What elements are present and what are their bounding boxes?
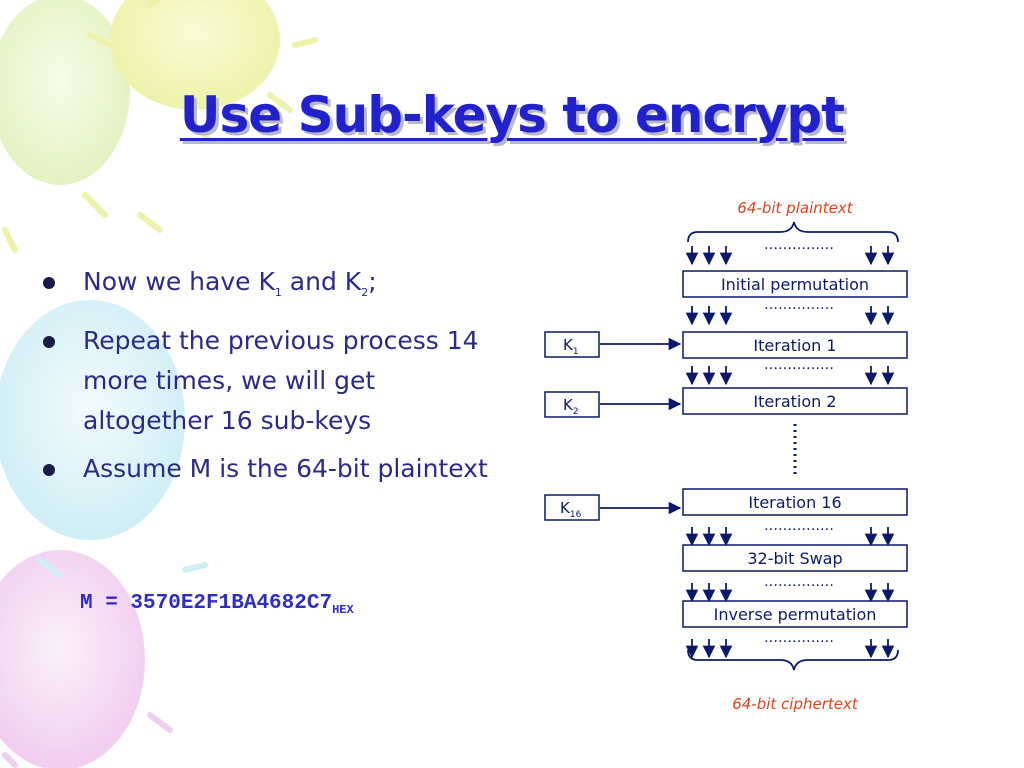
connector-dots: …………… bbox=[764, 357, 834, 373]
key-letter: K bbox=[560, 499, 571, 517]
connector-dots: …………… bbox=[764, 630, 834, 646]
bullet-item: Assume M is the 64-bit plaintext bbox=[40, 449, 500, 489]
arrow-row: …………… bbox=[685, 518, 895, 547]
bullet-text: Repeat the previous process 14 more time… bbox=[83, 326, 479, 435]
key-k16: K16 bbox=[544, 494, 682, 521]
bullet-sub: 2 bbox=[361, 286, 369, 299]
sparkles bbox=[2, 0, 318, 253]
balloon-yellow-left bbox=[0, 0, 130, 185]
arrow-row: …………… bbox=[685, 297, 895, 326]
balloon-blue bbox=[0, 300, 185, 540]
bullet-dot-icon bbox=[43, 336, 55, 348]
box-iteration-1: Iteration 1 bbox=[682, 331, 908, 359]
bullet-item: Repeat the previous process 14 more time… bbox=[40, 321, 500, 441]
arrow-row: …………… bbox=[685, 630, 895, 659]
m-hex-subscript: HEX bbox=[332, 603, 354, 618]
box-label: 32-bit Swap bbox=[747, 549, 842, 568]
box-label: Iteration 1 bbox=[753, 336, 836, 355]
key-k1: K1 bbox=[544, 331, 682, 358]
connector-dots: …………… bbox=[764, 237, 834, 253]
arrow-row: …………… bbox=[685, 357, 895, 386]
box-inverse-permutation: Inverse permutation bbox=[682, 600, 908, 628]
box-label: Inverse permutation bbox=[714, 605, 877, 624]
des-flow-diagram: 64-bit plaintext ……………………………………………………………… bbox=[544, 199, 908, 713]
svg-text:K2: K2 bbox=[563, 396, 579, 417]
key-k2: K2 bbox=[544, 391, 682, 418]
connector-dots: …………… bbox=[764, 574, 834, 590]
bullet-dot-icon bbox=[43, 277, 55, 289]
bottom-brace bbox=[687, 649, 899, 671]
bullet-text: Now we have K bbox=[83, 267, 275, 296]
box-initial-permutation: Initial permutation bbox=[682, 270, 908, 298]
box-iteration-16: Iteration 16 bbox=[682, 488, 908, 516]
box-label: Initial permutation bbox=[721, 275, 869, 294]
box-label: Iteration 16 bbox=[748, 493, 841, 512]
key-subscript: 16 bbox=[570, 510, 582, 520]
bottom-ciphertext-label: 64-bit ciphertext bbox=[732, 695, 859, 713]
top-brace bbox=[687, 221, 899, 243]
box-iteration-2: Iteration 2 bbox=[682, 387, 908, 415]
m-hex-value: 3570E2F1BA4682C7 bbox=[130, 592, 333, 615]
slide-title: Use Sub-keys to encrypt bbox=[179, 86, 845, 144]
bullet-text: Assume M is the 64-bit plaintext bbox=[83, 454, 488, 483]
sub-keys: K1 K2 K16 bbox=[544, 331, 682, 521]
key-letter: K bbox=[563, 336, 574, 354]
key-letter: K bbox=[563, 396, 574, 414]
arrow-row: …………… bbox=[685, 574, 895, 603]
bullet-item: Now we have K1 and K2; bbox=[40, 262, 500, 313]
m-label: M = bbox=[80, 592, 131, 615]
bullet-dot-icon bbox=[43, 464, 55, 476]
top-plaintext-label: 64-bit plaintext bbox=[737, 199, 853, 217]
svg-text:K1: K1 bbox=[563, 336, 579, 357]
key-subscript: 2 bbox=[573, 407, 579, 417]
box-32bit-swap: 32-bit Swap bbox=[682, 544, 908, 572]
key-subscript: 1 bbox=[573, 347, 579, 357]
arrow-row: …………… bbox=[685, 237, 895, 266]
m-equation: M = 3570E2F1BA4682C7HEX bbox=[80, 592, 354, 617]
bullet-list: Now we have K1 and K2; Repeat the previo… bbox=[40, 262, 500, 497]
balloon-pink bbox=[0, 550, 145, 768]
connector-dots: …………… bbox=[764, 297, 834, 313]
balloon-yellow-top bbox=[110, 0, 280, 110]
bullet-sub: 1 bbox=[274, 286, 282, 299]
connector-dots: …………… bbox=[764, 518, 834, 534]
bullet-text: and K bbox=[281, 267, 362, 296]
bullet-text: ; bbox=[368, 267, 377, 296]
arrow-rows: …………… …………… …………… …………… …………… …………… bbox=[685, 237, 895, 659]
svg-text:K16: K16 bbox=[560, 499, 582, 520]
stage-boxes: Initial permutation Iteration 1 Iteratio… bbox=[682, 270, 908, 628]
box-label: Iteration 2 bbox=[753, 392, 836, 411]
